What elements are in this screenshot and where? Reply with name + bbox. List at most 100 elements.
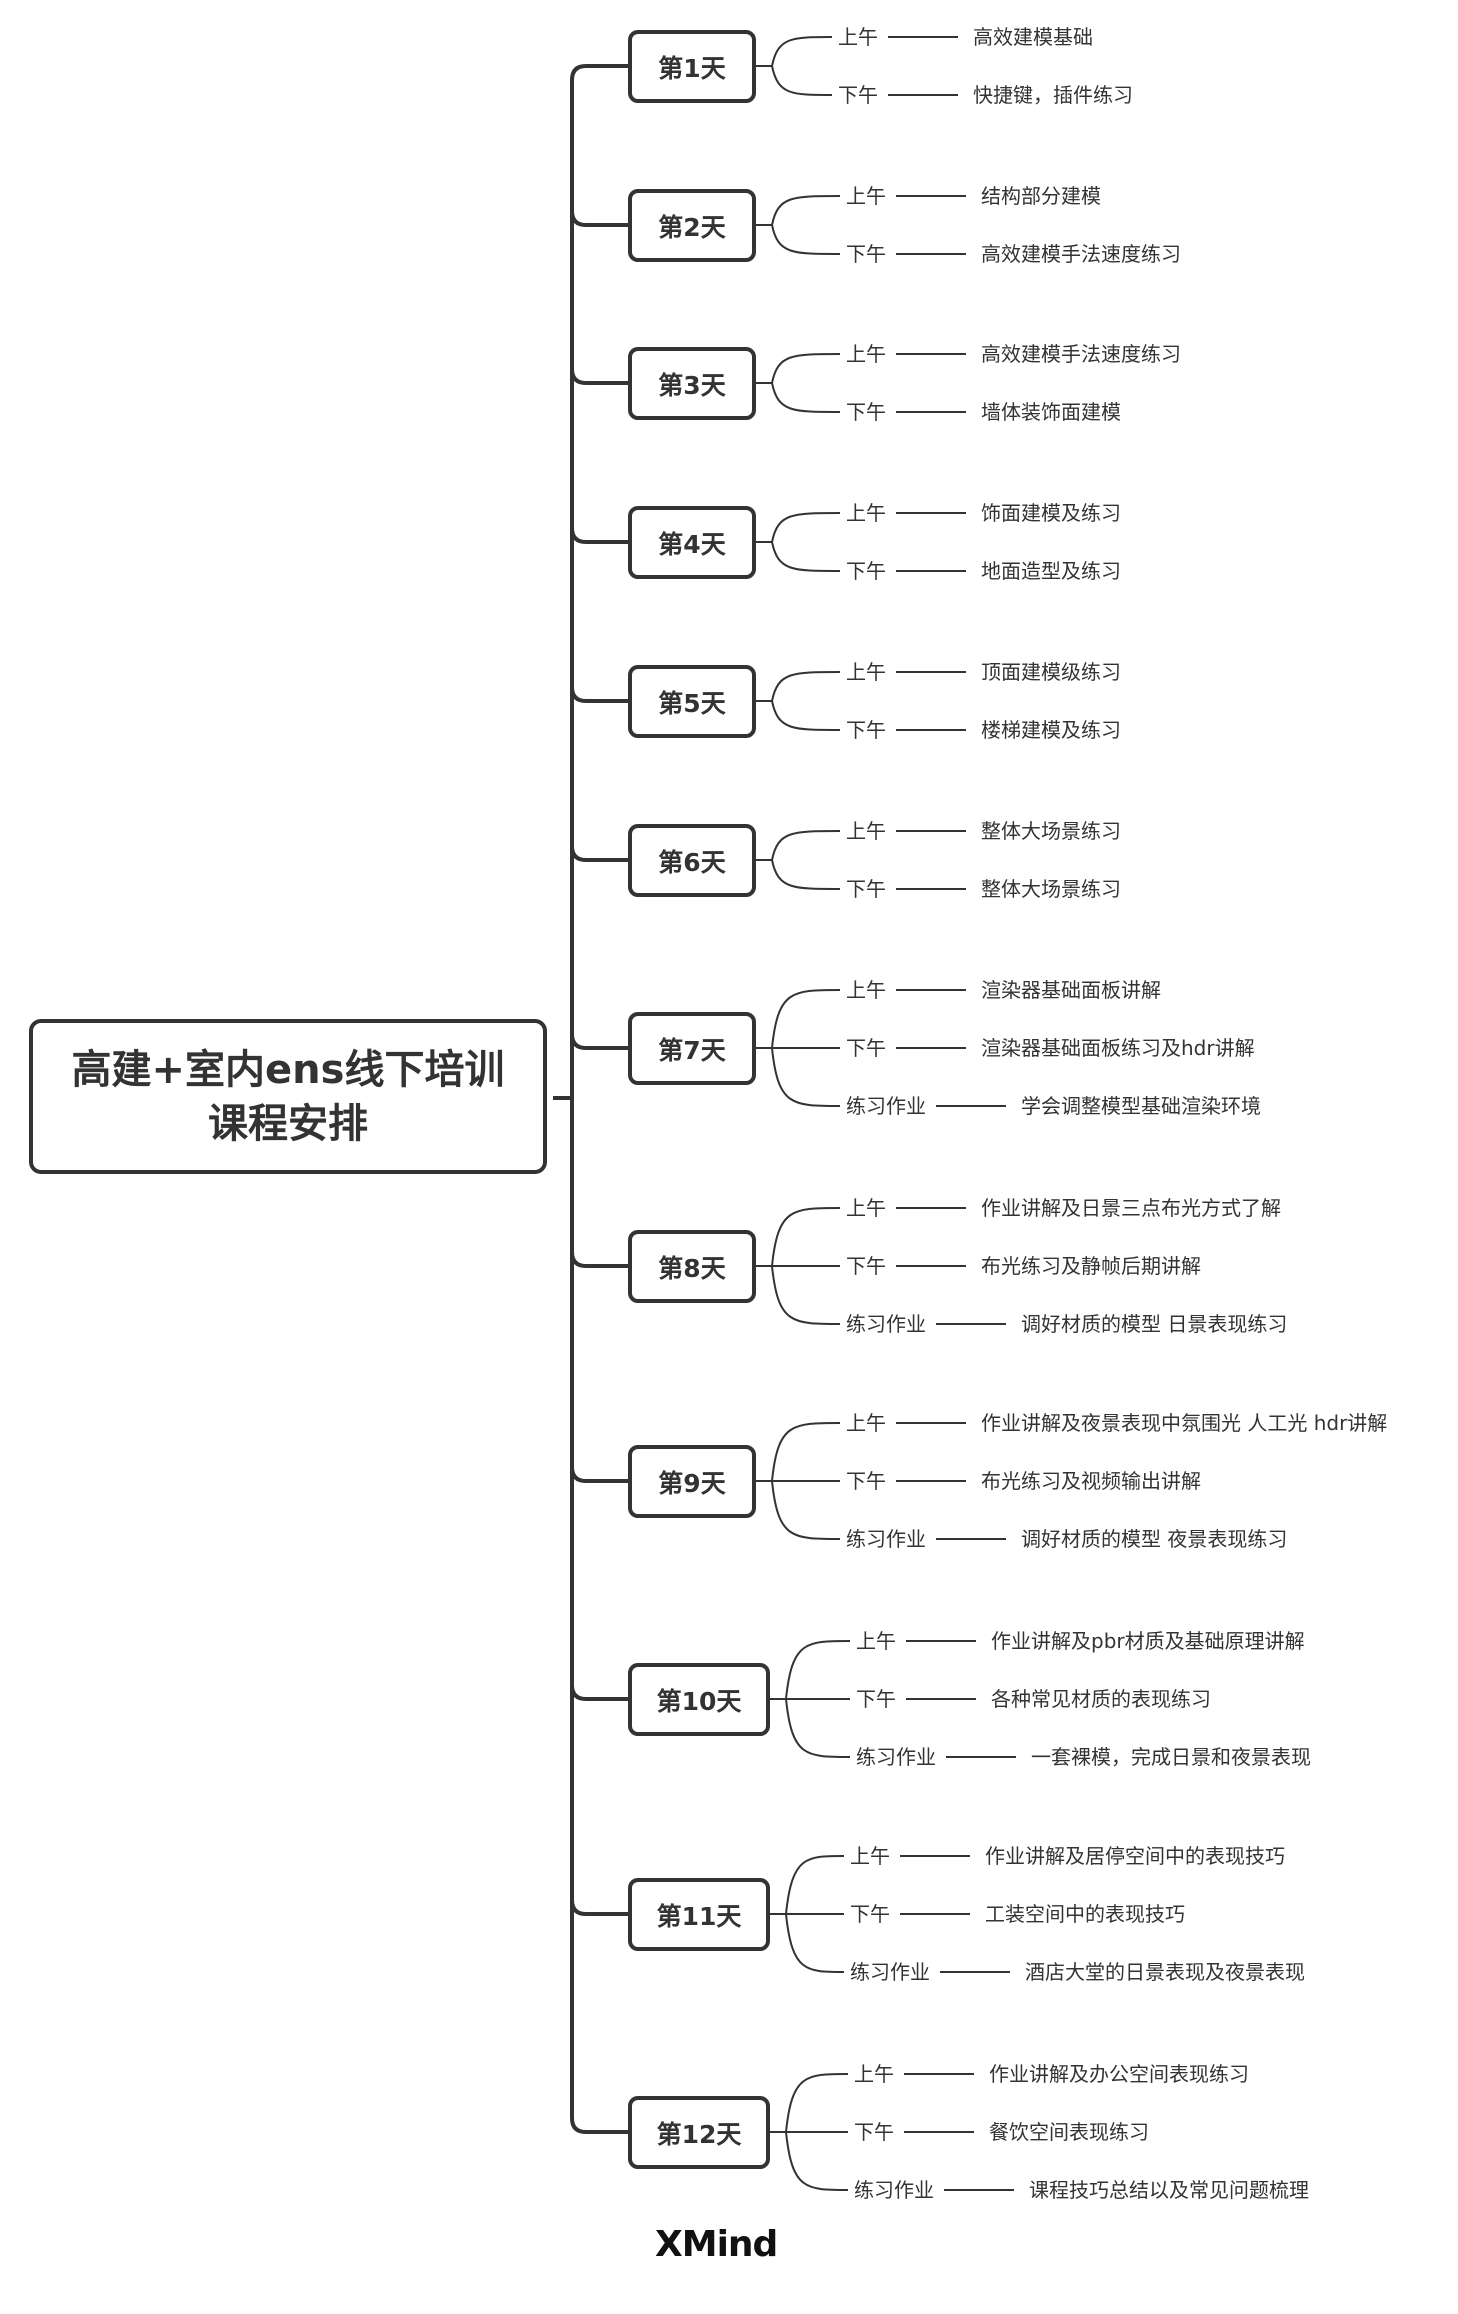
session-period[interactable]: 下午 [854,2120,894,2144]
session-content[interactable]: 餐饮空间表现练习 [989,2120,1149,2144]
session-period[interactable]: 练习作业 [856,1745,936,1769]
session-branch [785,1640,851,1700]
session-period[interactable]: 上午 [846,342,886,366]
session-content[interactable]: 工装空间中的表现技巧 [985,1902,1185,1926]
session-period[interactable]: 上午 [856,1629,896,1653]
session-period[interactable]: 下午 [846,1254,886,1278]
session-period[interactable]: 上午 [846,660,886,684]
trunk-joint [570,210,587,227]
session-branch [785,2131,849,2191]
day-topic[interactable]: 第11天 [628,1878,770,1951]
session-content[interactable]: 整体大场景练习 [981,819,1121,843]
day-topic[interactable]: 第10天 [628,1663,770,1736]
session-content[interactable]: 高效建模基础 [973,25,1093,49]
session-content[interactable]: 饰面建模及练习 [981,501,1121,525]
session-branch [771,65,833,96]
session-period[interactable]: 上午 [846,819,886,843]
session-period[interactable]: 下午 [856,1687,896,1711]
session-branch [771,512,841,543]
session-content[interactable]: 学会调整模型基础渲染环境 [1021,1094,1261,1118]
session-period[interactable]: 练习作业 [846,1312,926,1336]
session-branch [771,1207,841,1267]
session-content[interactable]: 结构部分建模 [981,184,1101,208]
session-content[interactable]: 高效建模手法速度练习 [981,242,1181,266]
session-branch [785,1698,851,1758]
day-topic[interactable]: 第5天 [628,665,756,738]
session-content[interactable]: 顶面建模级练习 [981,660,1121,684]
session-period[interactable]: 练习作业 [846,1094,926,1118]
session-period[interactable]: 练习作业 [854,2178,934,2202]
session-content[interactable]: 整体大场景练习 [981,877,1121,901]
session-period[interactable]: 练习作业 [846,1527,926,1551]
session-content[interactable]: 快捷键，插件练习 [973,83,1133,107]
session-content[interactable]: 作业讲解及居停空间中的表现技巧 [985,1844,1285,1868]
session-branch [771,36,833,67]
session-content[interactable]: 墙体装饰面建模 [981,400,1121,424]
day-topic[interactable]: 第4天 [628,506,756,579]
session-period[interactable]: 上午 [846,184,886,208]
session-period[interactable]: 下午 [846,400,886,424]
session-period[interactable]: 下午 [846,1469,886,1493]
session-content[interactable]: 渲染器基础面板练习及hdr讲解 [981,1036,1255,1060]
session-content[interactable]: 布光练习及视频输出讲解 [981,1469,1201,1493]
session-period[interactable]: 上午 [838,25,878,49]
session-period[interactable]: 上午 [846,978,886,1002]
day-topic[interactable]: 第2天 [628,189,756,262]
session-period[interactable]: 下午 [846,559,886,583]
day-topic[interactable]: 第6天 [628,824,756,897]
session-content[interactable]: 课程技巧总结以及常见问题梳理 [1029,2178,1309,2202]
session-branch [771,989,841,1049]
session-content[interactable]: 酒店大堂的日景表现及夜景表现 [1025,1960,1305,1984]
day-topic[interactable]: 第3天 [628,347,756,420]
day-topic[interactable]: 第7天 [628,1012,756,1085]
session-period[interactable]: 下午 [838,83,878,107]
session-branch [771,224,841,255]
session-period[interactable]: 下午 [846,242,886,266]
session-branch [771,1047,841,1107]
session-content[interactable]: 调好材质的模型 日景表现练习 [1021,1312,1288,1336]
session-branch [771,671,841,702]
session-branch [771,353,841,384]
session-branch [771,700,841,731]
session-content[interactable]: 地面造型及练习 [981,559,1121,583]
session-period[interactable]: 上午 [850,1844,890,1868]
root-title-line2: 课程安排 [208,1100,368,1147]
session-period[interactable]: 上午 [846,501,886,525]
day-topic[interactable]: 第8天 [628,1230,756,1303]
session-content[interactable]: 各种常见材质的表现练习 [991,1687,1211,1711]
session-branch [771,541,841,572]
trunk-joint [570,527,587,544]
session-branch [785,1855,845,1915]
session-period[interactable]: 练习作业 [850,1960,930,1984]
session-content[interactable]: 一套裸模，完成日景和夜景表现 [1031,1745,1311,1769]
trunk-joint [570,686,587,703]
trunk-joint [570,1033,587,1050]
session-branch [771,195,841,226]
session-branch [771,382,841,413]
session-content[interactable]: 作业讲解及日景三点布光方式了解 [981,1196,1281,1220]
session-period[interactable]: 下午 [846,1036,886,1060]
session-period[interactable]: 上午 [854,2062,894,2086]
session-branch [785,2073,849,2133]
session-content[interactable]: 调好材质的模型 夜景表现练习 [1021,1527,1288,1551]
session-period[interactable]: 下午 [846,877,886,901]
day-topic[interactable]: 第1天 [628,30,756,103]
session-content[interactable]: 高效建模手法速度练习 [981,342,1181,366]
session-period[interactable]: 下午 [846,718,886,742]
session-period[interactable]: 上午 [846,1411,886,1435]
session-period[interactable]: 下午 [850,1902,890,1926]
session-content[interactable]: 作业讲解及夜景表现中氛围光 人工光 hdr讲解 [981,1411,1388,1435]
root-title-line1: 高建+室内ens线下培训 [71,1046,505,1093]
day-topic[interactable]: 第9天 [628,1445,756,1518]
session-content[interactable]: 作业讲解及办公空间表现练习 [989,2062,1249,2086]
trunk-joint [570,1684,587,1701]
session-content[interactable]: 作业讲解及pbr材质及基础原理讲解 [991,1629,1305,1653]
root-topic[interactable]: 高建+室内ens线下培训 课程安排 [29,1019,547,1174]
session-content[interactable]: 布光练习及静帧后期讲解 [981,1254,1201,1278]
day-topic[interactable]: 第12天 [628,2096,770,2169]
session-content[interactable]: 楼梯建模及练习 [981,718,1121,742]
session-period[interactable]: 上午 [846,1196,886,1220]
session-branch [785,1913,845,1973]
session-content[interactable]: 渲染器基础面板讲解 [981,978,1161,1002]
